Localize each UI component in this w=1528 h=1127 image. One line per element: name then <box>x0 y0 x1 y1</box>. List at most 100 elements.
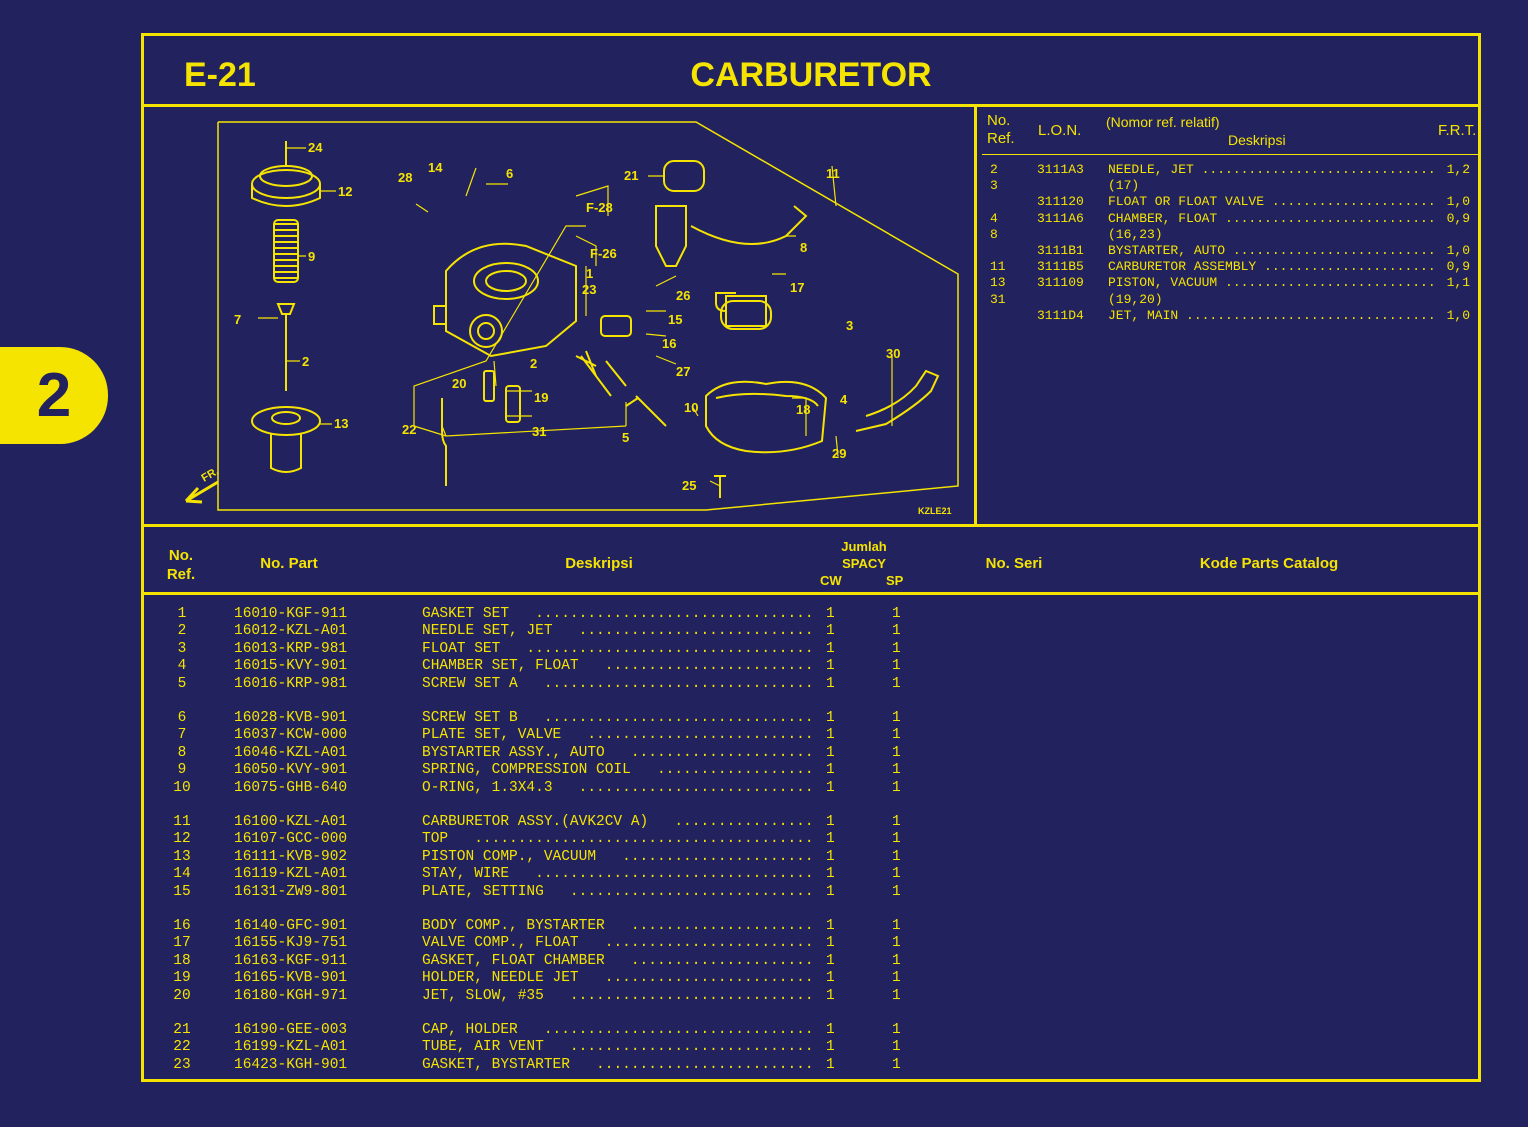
parts-jumlah-header: Jumlah SPACY CW SP <box>820 539 904 588</box>
ref-row-frt: 0,9 <box>1446 259 1470 275</box>
ref-row-lon: 3111B5 <box>1037 259 1084 275</box>
row-qty-sp: 1 <box>892 831 901 848</box>
row-part-number: 16190-GEE-003 <box>234 1022 348 1038</box>
top-cap-part <box>251 141 321 207</box>
ref-row-lon: 311109 <box>1037 275 1084 291</box>
row-ref-no: 18 <box>173 952 191 969</box>
callout-4: 4 <box>840 392 848 407</box>
row-qty-cw: 1 <box>826 918 835 934</box>
row-ref-no: 17 <box>173 935 191 952</box>
small-parts <box>483 315 726 498</box>
row-description: GASKET SET .............................… <box>422 606 814 622</box>
row-qty-sp: 1 <box>892 883 901 900</box>
row-description: NEEDLE SET, JET ........................… <box>422 623 814 640</box>
row-qty-cw: 1 <box>826 658 835 675</box>
row-description: SPRING, COMPRESSION COIL ...............… <box>422 762 814 779</box>
ref-row-desc: FLOAT OR FLOAT VALVE ...................… <box>1108 194 1438 210</box>
row-ref-no: 10 <box>173 779 191 796</box>
row-description: CHAMBER SET, FLOAT .....................… <box>422 658 814 675</box>
callout-1: 1 <box>586 266 593 281</box>
row-description: O-RING, 1.3X4.3 ........................… <box>422 779 814 796</box>
row-ref-no: 7 <box>177 727 187 744</box>
ref-relatif-header: (Nomor ref. relatif) <box>1106 114 1220 130</box>
reference-row: 31(19,20) <box>982 292 1480 308</box>
row-qty-sp: 1 <box>892 1022 901 1038</box>
ref-row-frt: 0,9 <box>1446 210 1470 226</box>
row-description: HOLDER, NEEDLE JET .....................… <box>422 970 814 987</box>
row-part-number: 16050-KVY-901 <box>234 762 348 779</box>
ref-row-desc: BYSTARTER, AUTO ........................… <box>1108 242 1438 258</box>
callout-2b: 2 <box>530 356 537 371</box>
reference-row: 3(17) <box>982 178 1480 194</box>
parts-catalog-header: Kode Parts Catalog <box>1199 555 1339 572</box>
diagram-outline <box>217 121 959 511</box>
row-ref-no: 1 <box>177 606 187 622</box>
vacuum-piston-part <box>251 406 321 473</box>
callout-31: 31 <box>532 424 546 439</box>
row-qty-cw: 1 <box>826 935 835 952</box>
row-qty-sp: 1 <box>892 675 901 692</box>
ref-row-frt: 1,0 <box>1446 194 1470 210</box>
row-part-number: 16199-KZL-A01 <box>234 1039 348 1056</box>
row-part-number: 16046-KZL-A01 <box>234 744 348 761</box>
row-part-number: 16180-KGH-971 <box>234 987 348 1004</box>
row-qty-sp: 1 <box>892 623 901 640</box>
row-part-number: 16111-KVB-902 <box>234 848 348 865</box>
callout-22: 22 <box>402 422 416 437</box>
section-tab[interactable]: 2 <box>0 347 108 444</box>
ref-row-desc: NEEDLE, JET ............................… <box>1108 162 1438 177</box>
table-row: 9 16050-KVY-901 SPRING, COMPRESSION COIL .… <box>144 762 944 780</box>
ref-row-no: 3 <box>990 178 998 194</box>
row-ref-no: 4 <box>177 658 187 675</box>
row-part-number: 16131-ZW9-801 <box>234 883 348 900</box>
row-description: PLATE, SETTING .........................… <box>422 883 814 900</box>
spring-part <box>273 219 299 283</box>
vent-hose-part <box>855 369 940 432</box>
ref-row-desc: (16,23) <box>1108 226 1163 242</box>
carburetor-body-part <box>433 242 577 358</box>
ref-row-desc: JET, MAIN ..............................… <box>1108 307 1438 323</box>
callout-6: 6 <box>506 166 513 181</box>
ref-row-no: 2 <box>990 162 998 177</box>
ref-row-no: 13 <box>990 275 1006 291</box>
ref-row-lon: 311120 <box>1037 194 1084 210</box>
row-part-number: 16100-KZL-A01 <box>234 814 348 830</box>
row-qty-sp: 1 <box>892 866 901 883</box>
callout-f28: F-28 <box>586 200 613 215</box>
air-vent-tube-part <box>441 398 447 486</box>
row-description: SCREW SET A ............................… <box>422 675 814 692</box>
callout-7: 7 <box>234 312 241 327</box>
row-part-number: 16013-KRP-981 <box>234 640 348 657</box>
callout-2: 2 <box>302 354 309 369</box>
row-part-number: 16155-KJ9-751 <box>234 935 348 952</box>
row-ref-no: 9 <box>177 762 187 779</box>
callout-26: 26 <box>676 288 690 303</box>
ref-row-lon: 3111A6 <box>1037 210 1084 226</box>
callout-19: 19 <box>534 390 548 405</box>
float-chamber-part <box>705 380 828 454</box>
row-qty-cw: 1 <box>826 623 835 640</box>
row-ref-no: 6 <box>177 710 187 726</box>
ref-row-desc: CHAMBER, FLOAT .........................… <box>1108 210 1438 226</box>
row-qty-sp: 1 <box>892 762 901 779</box>
reference-row: 311120 FLOAT OR FLOAT VALVE .............… <box>982 194 1480 210</box>
catalog-page: E-21 CARBURETOR <box>141 33 1481 1082</box>
float-part <box>715 292 772 330</box>
row-ref-no: 20 <box>173 987 191 1004</box>
section-code: E-21 <box>184 56 256 94</box>
row-ref-no: 11 <box>173 814 191 830</box>
callout-14: 14 <box>428 160 443 175</box>
ref-row-frt: 1,0 <box>1446 307 1470 323</box>
row-part-number: 16012-KZL-A01 <box>234 623 348 640</box>
